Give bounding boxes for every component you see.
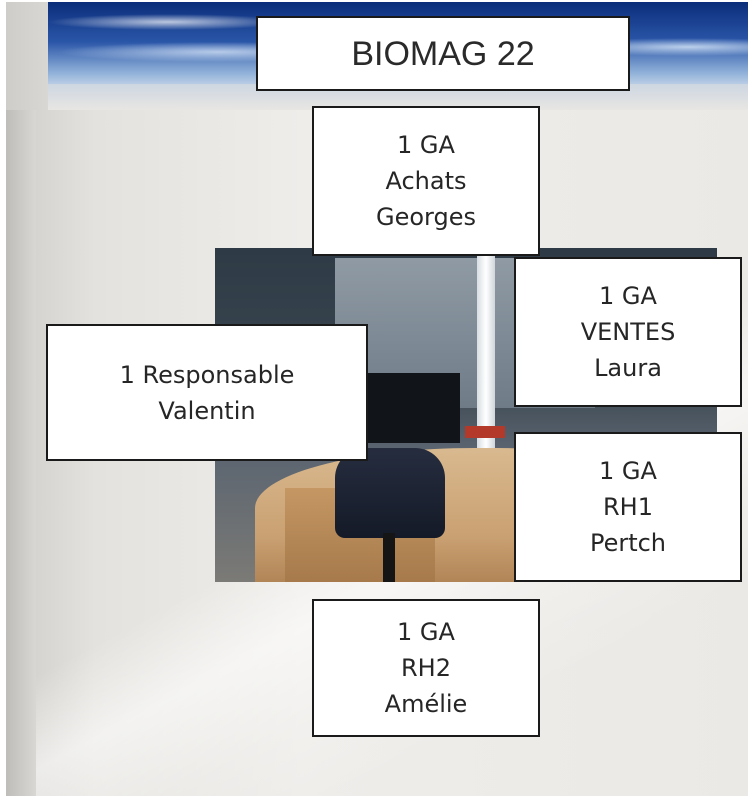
rh1-line1: 1 GA <box>599 457 657 485</box>
achats-line2: Achats <box>385 167 467 195</box>
office-monitor <box>365 373 460 443</box>
box-rh1: 1 GA RH1 Pertch <box>514 432 742 582</box>
box-ventes: 1 GA VENTES Laura <box>514 257 742 407</box>
ventes-line3: Laura <box>594 354 662 382</box>
achats-line1: 1 GA <box>397 131 455 159</box>
ventes-line2: VENTES <box>580 318 676 346</box>
box-rh2: 1 GA RH2 Amélie <box>312 599 540 737</box>
title-box: BIOMAG 22 <box>256 16 630 91</box>
background-pillar <box>6 110 36 796</box>
ventes-line1: 1 GA <box>599 282 657 310</box>
office-column <box>477 256 495 456</box>
responsable-line1: 1 Responsable <box>119 360 295 389</box>
rh2-line2: RH2 <box>401 654 451 682</box>
office-red-object <box>465 426 505 438</box>
achats-line3: Georges <box>376 203 476 231</box>
rh1-line3: Pertch <box>589 529 667 557</box>
rh1-line2: RH1 <box>603 493 653 521</box>
title-text: BIOMAG 22 <box>351 34 535 73</box>
box-achats: 1 GA Achats Georges <box>312 106 540 256</box>
office-chair-base <box>383 533 395 582</box>
rh2-line3: Amélie <box>384 690 468 718</box>
rh2-line1: 1 GA <box>397 618 455 646</box>
responsable-line2: Valentin <box>158 396 256 425</box>
office-chair <box>335 448 445 538</box>
box-responsable: 1 Responsable Valentin <box>46 324 368 461</box>
